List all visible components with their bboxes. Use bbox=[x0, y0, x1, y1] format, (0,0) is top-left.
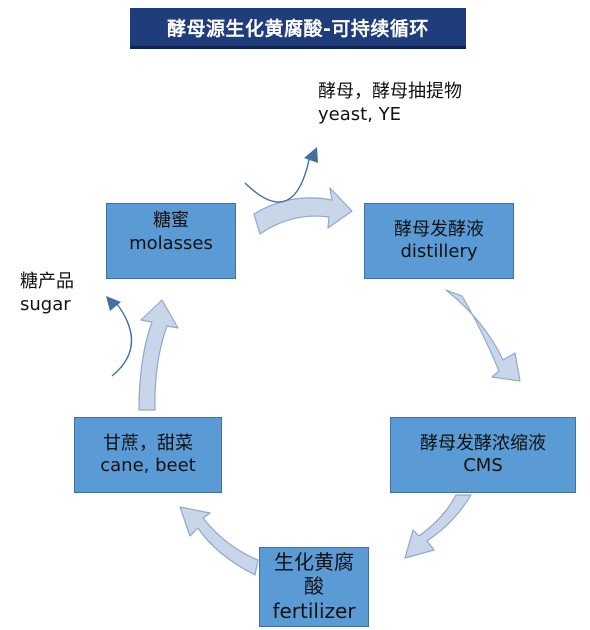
node-cane-zh: 甘蔗，甜菜 bbox=[103, 432, 193, 454]
output-label-sugar: 糖产品 sugar bbox=[20, 270, 74, 317]
diagram-title: 酵母源生化黄腐酸-可持续循环 bbox=[130, 8, 466, 49]
node-cane-en: cane, beet bbox=[100, 455, 196, 476]
node-molasses: 糖蜜 molasses bbox=[106, 203, 236, 279]
node-cms-zh: 酵母发酵浓缩液 bbox=[420, 432, 546, 454]
arrow-distillery-to-cms bbox=[445, 289, 521, 382]
node-fertilizer-zh-line1: 生化黄腐 bbox=[274, 550, 354, 574]
node-fertilizer: 生化黄腐 酸 fertilizer bbox=[259, 547, 369, 627]
node-cms: 酵母发酵浓缩液 CMS bbox=[390, 417, 576, 493]
output-sugar-zh: 糖产品 bbox=[20, 271, 74, 292]
node-fertilizer-en: fertilizer bbox=[272, 598, 356, 623]
thin-arrow-to-sugar bbox=[111, 299, 133, 377]
thin-arrowhead-yeast bbox=[304, 147, 318, 163]
output-yeast-en: yeast, YE bbox=[318, 104, 402, 126]
output-label-yeast: 酵母，酵母抽提物 yeast, YE bbox=[318, 80, 462, 127]
arrow-cms-to-fertilizer bbox=[404, 494, 472, 559]
arrow-fertilizer-to-cane bbox=[179, 506, 259, 576]
node-molasses-en: molasses bbox=[129, 232, 213, 254]
node-distillery-en: distillery bbox=[400, 241, 478, 262]
node-cane-beet: 甘蔗，甜菜 cane, beet bbox=[74, 417, 222, 493]
arrow-cane-to-molasses bbox=[138, 299, 179, 411]
thin-arrowhead-sugar bbox=[106, 296, 121, 311]
arrow-molasses-to-distillery bbox=[253, 187, 353, 235]
node-distillery: 酵母发酵液 distillery bbox=[364, 203, 514, 279]
output-sugar-en: sugar bbox=[20, 294, 71, 316]
node-fertilizer-zh-line2: 酸 bbox=[304, 574, 324, 599]
thin-arrow-to-yeast bbox=[244, 154, 311, 203]
node-molasses-zh: 糖蜜 bbox=[153, 210, 189, 231]
node-distillery-zh: 酵母发酵液 bbox=[394, 218, 484, 240]
node-cms-en: CMS bbox=[463, 455, 503, 476]
output-yeast-zh: 酵母，酵母抽提物 bbox=[318, 81, 462, 102]
